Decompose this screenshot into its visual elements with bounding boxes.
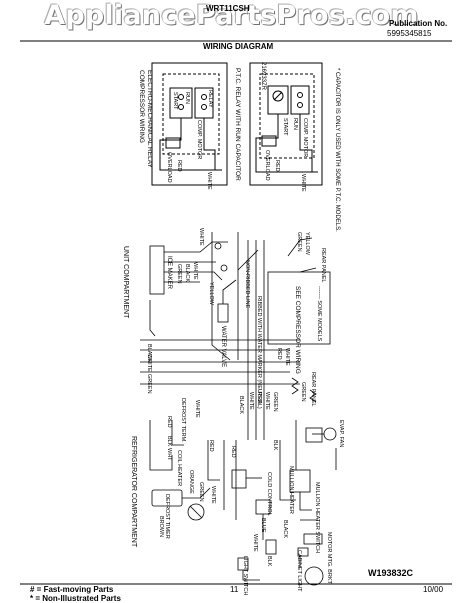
label-start-2: START <box>282 118 288 136</box>
label-relay-1: RELAY <box>207 90 213 108</box>
wire-orange-timer: ORANGE <box>188 470 194 494</box>
rear-panel-label-2: REAR PANEL <box>310 372 316 406</box>
ptc-title: P.T.C. RELAY WITH RUN CAPACITOR <box>234 68 241 181</box>
wire-white-top: WHITE <box>198 228 204 246</box>
motor-mtg-label: MOTOR MTG. BRKT. <box>326 532 332 585</box>
label-comp-motor-2: COMP. MOTOR <box>302 118 308 157</box>
wire-green-rear: GREEN <box>300 382 306 402</box>
wire-white-timer: WHITE <box>210 486 216 504</box>
wire-blk-cold: BLK <box>272 440 278 451</box>
refrigerator-compartment-label: REFRIGERATOR COMPARTMENT <box>130 436 137 548</box>
wire-green-timer: GREEN <box>198 482 204 502</box>
wire-brown-timer: BROWN <box>158 516 164 537</box>
wire-blue-cold: BLUE <box>260 518 266 533</box>
wire-red-v: RED <box>256 392 262 404</box>
page-number: 11 <box>230 585 239 594</box>
rear-panel-label-1: REAR PANEL <box>320 248 326 282</box>
light-switch-label: LIGHT SWITCH <box>242 556 248 595</box>
label-red-2: RED <box>274 160 280 172</box>
capacitor-note: * CAPACITOR IS ONLY USED WITH SOME P.T.C… <box>334 68 340 232</box>
wire-green-h3: GREEN <box>146 374 152 394</box>
wire-blk-defrost: BLK <box>166 436 172 447</box>
wire-white-unit: WHITE <box>284 348 290 366</box>
legend-fast-moving: # = Fast-moving Parts <box>30 585 114 594</box>
wire-white-light: WHITE <box>252 534 258 552</box>
defrost-term-label: DEFROST TERM. <box>180 398 186 443</box>
coil-heater-label: COIL HEATER <box>176 450 182 486</box>
unit-compartment-label: UNIT COMPARTMENT <box>122 246 129 319</box>
see-compressor-label: SEE COMPRESSOR WIRING <box>294 286 301 374</box>
wire-white-v: WHITE <box>248 392 254 410</box>
main-wiring <box>140 232 337 586</box>
mullion-heater-label: MULLION HEATER <box>288 466 294 514</box>
ribbed-label: RIBBED WITH WATER MARKER (NEUTRAL) <box>256 296 262 409</box>
label-overload-1: OVERLOAD <box>166 152 172 183</box>
diagram-code: W193832C <box>368 568 414 578</box>
wire-red-cold: RED <box>230 446 236 458</box>
wire-black-light: BLACK <box>282 520 288 538</box>
wire-white-ice: WHITE <box>192 262 198 280</box>
some-models-label: ------- SOME MODELS <box>316 286 322 342</box>
wire-white-h2: WHITE <box>146 354 152 372</box>
wire-white-defrost: WHITE <box>194 400 200 418</box>
non-ribbed-label: NON-RIBBED LINE <box>244 260 250 309</box>
label-red-1: RED <box>176 160 182 172</box>
wire-black-h1: BLACK <box>146 344 152 362</box>
wire-green-v: GREEN <box>272 392 278 412</box>
water-valve-label: WATER VALVE <box>220 326 226 367</box>
label-comp-motor-1: COMP. MOTOR <box>196 120 202 159</box>
wire-wht-defrost: WHT <box>166 448 172 461</box>
defrost-timer-label: DEFROST TIMER <box>164 494 170 539</box>
compressor-wiring-panel <box>151 62 228 186</box>
wire-black-v: BLACK <box>238 396 244 414</box>
revision-date: 10/00 <box>423 585 444 594</box>
legend-non-illustrated: * = Non-Illustrated Parts <box>30 594 121 603</box>
cabinet-light-label: CABINET LIGHT <box>296 550 302 592</box>
wire-red-timer: RED <box>208 440 214 452</box>
ice-maker-label: ICE MAKER <box>166 256 172 290</box>
watermark-logo: AppliancePartsPros.com <box>44 0 419 31</box>
wire-green-top: GREEN <box>296 232 302 252</box>
publication-label: Publication No. <box>389 19 448 28</box>
wire-yellow-top: YELLOW <box>304 232 310 256</box>
wire-white-v2: WHITE <box>264 392 270 410</box>
wire-black-ice: BLACK <box>184 264 190 282</box>
publication-number: 5995345815 <box>387 29 432 38</box>
label-overload-2: OVERLOAD <box>264 150 270 181</box>
ptc-relay-panel <box>249 62 323 186</box>
cold-control-label: COLD CONTROL <box>266 472 272 516</box>
wire-blk-light: BLK <box>266 556 272 567</box>
ptc-code: 216933ZR <box>260 62 266 91</box>
label-run-1: RUN <box>184 92 190 104</box>
model-number: WRT11CSH <box>206 4 250 13</box>
wire-yellow-valve: YELLOW <box>208 282 214 306</box>
evap-fan-label: EVAP. FAN <box>338 420 344 447</box>
label-start-1: START <box>172 92 178 110</box>
mullion-switch-label: MULLION HEATER SWITCH <box>314 482 320 553</box>
wire-red-unit: RED <box>276 348 282 360</box>
wire-green-ice: GREEN <box>176 264 182 284</box>
diagram-title: WIRING DIAGRAM <box>203 42 274 51</box>
compressor-wiring-title: COMPRESSOR WIRING <box>138 70 145 143</box>
wire-red-defrost: RED <box>166 416 172 428</box>
compressor-wiring-subtitle: ELECTRO-MECHANICAL RELAY <box>146 70 153 169</box>
label-white-2: WHITE <box>300 174 306 192</box>
label-white-1: WHITE <box>206 172 212 190</box>
label-run-2: RUN <box>292 118 298 130</box>
